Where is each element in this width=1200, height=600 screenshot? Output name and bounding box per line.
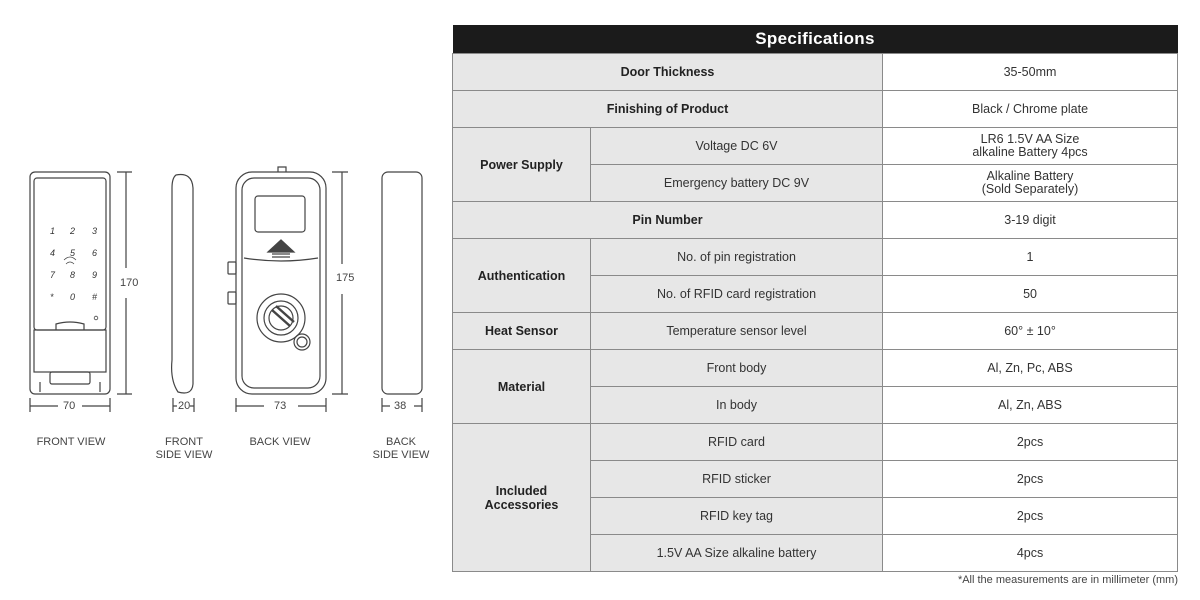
material-value: Al, Zn, Pc, ABS bbox=[881, 349, 1179, 387]
power-supply-label: Power Supply bbox=[452, 127, 591, 202]
table-row: Door Thickness 35-50mm bbox=[452, 53, 1179, 91]
keypad-key: 0 bbox=[70, 292, 76, 302]
table-row: In body Al, Zn, ABS bbox=[453, 386, 1179, 424]
authentication-label: Authentication bbox=[452, 238, 591, 313]
keypad-key: 8 bbox=[70, 270, 76, 280]
accessory-sub: RFID sticker bbox=[590, 460, 883, 498]
authentication-value: 50 bbox=[881, 275, 1179, 313]
keypad-key: 2 bbox=[70, 226, 76, 236]
back-side-view-caption: BACK SIDE VIEW bbox=[372, 436, 430, 461]
material-label: Material bbox=[452, 349, 591, 424]
material-sub: Front body bbox=[590, 349, 883, 387]
front-side-view-drawing bbox=[171, 173, 195, 412]
power-supply-sub: Voltage DC 6V bbox=[590, 127, 883, 165]
keypad-key: 4 bbox=[50, 248, 56, 258]
table-row: RFID key tag 2pcs bbox=[453, 497, 1179, 535]
front-view-caption: FRONT VIEW bbox=[36, 436, 106, 448]
front-width-dimension: 70 bbox=[63, 400, 76, 412]
table-row: Heat Sensor Temperature sensor level 60°… bbox=[452, 312, 1179, 350]
keypad-key: 7 bbox=[50, 270, 56, 280]
front-side-width-dimension: 20 bbox=[178, 400, 191, 412]
accessory-value: 2pcs bbox=[881, 497, 1179, 535]
material-value: Al, Zn, ABS bbox=[881, 386, 1179, 424]
authentication-value: 1 bbox=[881, 238, 1179, 276]
table-row: Emergency battery DC 9V Alkaline Battery… bbox=[453, 164, 1179, 202]
front-side-view-caption: FRONT SIDE VIEW bbox=[155, 436, 213, 461]
technical-drawings: 1 2 3 4 5 6 7 8 9 * 0 # 170 70 20 175 73… bbox=[0, 0, 450, 600]
keypad-key: # bbox=[92, 292, 98, 302]
power-supply-sub: Emergency battery DC 9V bbox=[590, 164, 883, 202]
authentication-sub: No. of pin registration bbox=[590, 238, 883, 276]
heat-sensor-sub: Temperature sensor level bbox=[590, 312, 883, 350]
back-side-view-drawing bbox=[381, 171, 423, 412]
table-row: Finishing of Product Black / Chrome plat… bbox=[452, 90, 1179, 128]
keypad-key: 3 bbox=[92, 226, 98, 236]
table-row: Pin Number 3-19 digit bbox=[452, 201, 1179, 239]
accessory-value: 4pcs bbox=[881, 534, 1179, 572]
back-view-drawing bbox=[227, 166, 348, 412]
accessories-label: Included Accessories bbox=[452, 423, 591, 572]
material-sub: In body bbox=[590, 386, 883, 424]
accessory-value: 2pcs bbox=[881, 423, 1179, 461]
back-height-dimension: 175 bbox=[336, 272, 355, 284]
back-view-caption: BACK VIEW bbox=[249, 436, 311, 448]
finishing-value: Black / Chrome plate bbox=[881, 90, 1179, 128]
front-height-dimension: 170 bbox=[120, 277, 139, 289]
heat-sensor-label: Heat Sensor bbox=[452, 312, 591, 350]
keypad-key: * bbox=[50, 292, 54, 302]
authentication-sub: No. of RFID card registration bbox=[590, 275, 883, 313]
table-row: Included Accessories RFID card 2pcs bbox=[452, 423, 1179, 572]
table-row: Power Supply Voltage DC 6V LR6 1.5V AA S… bbox=[452, 127, 1179, 202]
specifications-table: Specifications Door Thickness 35-50mm Fi… bbox=[452, 25, 1179, 572]
table-row: Material Front body Al, Zn, Pc, ABS bbox=[452, 349, 1179, 424]
accessory-sub: RFID key tag bbox=[590, 497, 883, 535]
keypad-key: 6 bbox=[92, 248, 98, 258]
door-thickness-value: 35-50mm bbox=[881, 53, 1179, 91]
spec-title-row: Specifications bbox=[452, 25, 1178, 54]
table-row: No. of RFID card registration 50 bbox=[453, 275, 1179, 313]
back-side-width-dimension: 38 bbox=[394, 400, 407, 412]
pin-number-value: 3-19 digit bbox=[881, 201, 1179, 239]
table-row: 1.5V AA Size alkaline battery 4pcs bbox=[453, 534, 1179, 572]
finishing-label: Finishing of Product bbox=[452, 90, 883, 128]
measurement-note: *All the measurements are in millimeter … bbox=[957, 574, 1178, 586]
keypad-key: 9 bbox=[92, 270, 98, 280]
power-supply-value: Alkaline Battery (Sold Separately) bbox=[881, 164, 1179, 202]
door-thickness-label: Door Thickness bbox=[452, 53, 883, 91]
accessory-sub: RFID card bbox=[590, 423, 883, 461]
back-width-dimension: 73 bbox=[274, 400, 287, 412]
power-supply-value: LR6 1.5V AA Size alkaline Battery 4pcs bbox=[881, 127, 1179, 165]
keypad-key: 5 bbox=[70, 248, 76, 258]
heat-sensor-value: 60° ± 10° bbox=[881, 312, 1179, 350]
accessory-value: 2pcs bbox=[881, 460, 1179, 498]
pin-number-label: Pin Number bbox=[452, 201, 883, 239]
keypad-key: 1 bbox=[50, 226, 56, 236]
accessory-sub: 1.5V AA Size alkaline battery bbox=[590, 534, 883, 572]
front-view-drawing bbox=[29, 171, 132, 412]
table-row: Authentication No. of pin registration 1 bbox=[452, 238, 1179, 313]
spec-title: Specifications bbox=[452, 25, 1178, 54]
product-line-drawings bbox=[29, 166, 423, 412]
